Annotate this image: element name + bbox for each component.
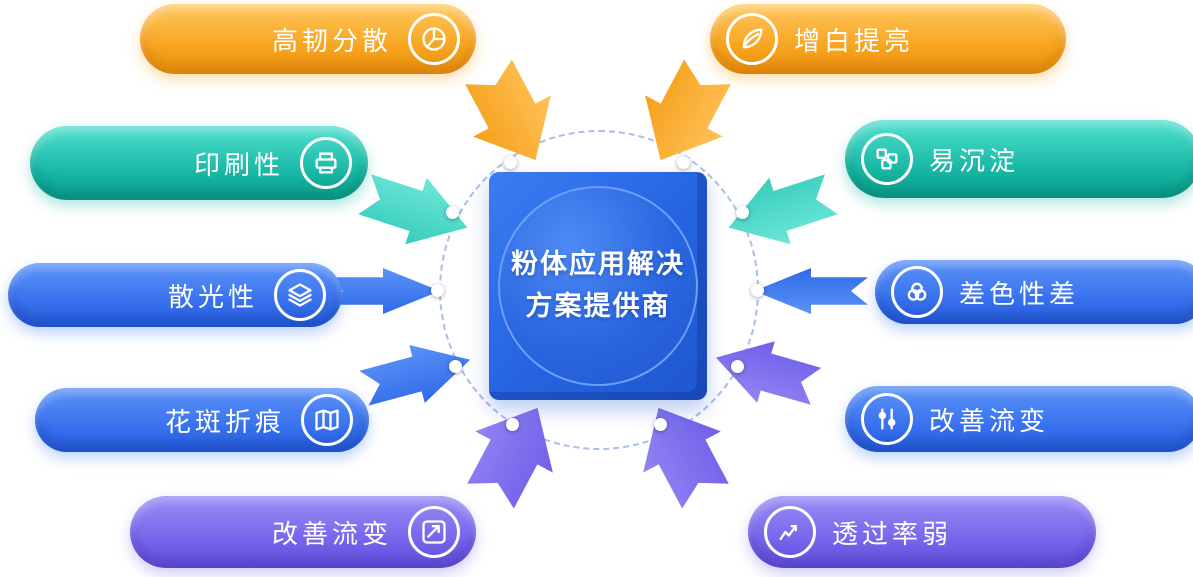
feature-pill: 改善流变	[845, 386, 1193, 452]
puzzle-icon	[861, 133, 913, 185]
connector-dot	[446, 206, 459, 219]
feature-pill: 高韧分散	[140, 4, 476, 74]
center-title-line2: 方案提供商	[525, 291, 671, 321]
arrow-blue-left	[326, 268, 440, 314]
feature-pill-label: 透过率弱	[832, 518, 953, 549]
feature-pill-label: 改善流变	[271, 518, 392, 549]
feature-pill-label: 花斑折痕	[164, 406, 285, 437]
feature-pill-label: 印刷性	[193, 149, 284, 180]
feature-pill: 印刷性	[30, 126, 368, 200]
sliders-icon	[861, 393, 913, 445]
connector-dot	[736, 206, 749, 219]
leaf-icon	[726, 13, 778, 65]
connector-dot	[431, 284, 444, 297]
connector-dot	[654, 418, 667, 431]
feature-pill-label: 易沉淀	[929, 145, 1020, 176]
arrow-blue-right	[754, 268, 868, 314]
feature-pill: 改善流变	[130, 496, 476, 568]
connector-dot	[751, 284, 764, 297]
feature-pill: 花斑折痕	[35, 388, 369, 452]
map-icon	[301, 394, 353, 446]
feature-pill-label: 散光性	[167, 281, 258, 312]
connector-dot	[504, 156, 517, 169]
feature-pill: 增白提亮	[710, 4, 1066, 74]
feature-pill-label: 改善流变	[929, 405, 1050, 436]
line-chart-icon	[764, 506, 816, 558]
center-badge-circle: 粉体应用解决 方案提供商	[498, 186, 698, 386]
connector-dot	[731, 360, 744, 373]
feature-pill: 散光性	[8, 263, 342, 327]
connector-dot	[677, 156, 690, 169]
feature-pill-label: 高韧分散	[271, 25, 392, 56]
layers-icon	[274, 269, 326, 321]
venn-circles-icon	[891, 266, 943, 318]
center-title-line1: 粉体应用解决	[511, 249, 685, 280]
center-badge: 粉体应用解决 方案提供商	[489, 172, 707, 400]
trend-box-icon	[408, 506, 460, 558]
feature-pill-label: 差色性差	[959, 278, 1080, 309]
feature-pill-label: 增白提亮	[794, 25, 915, 56]
pie-chart-icon	[408, 13, 460, 65]
feature-pill: 差色性差	[875, 260, 1193, 324]
printer-icon	[300, 137, 352, 189]
feature-pill: 透过率弱	[748, 496, 1096, 568]
connector-dot	[506, 418, 519, 431]
feature-pill: 易沉淀	[845, 120, 1193, 198]
connector-dot	[449, 360, 462, 373]
